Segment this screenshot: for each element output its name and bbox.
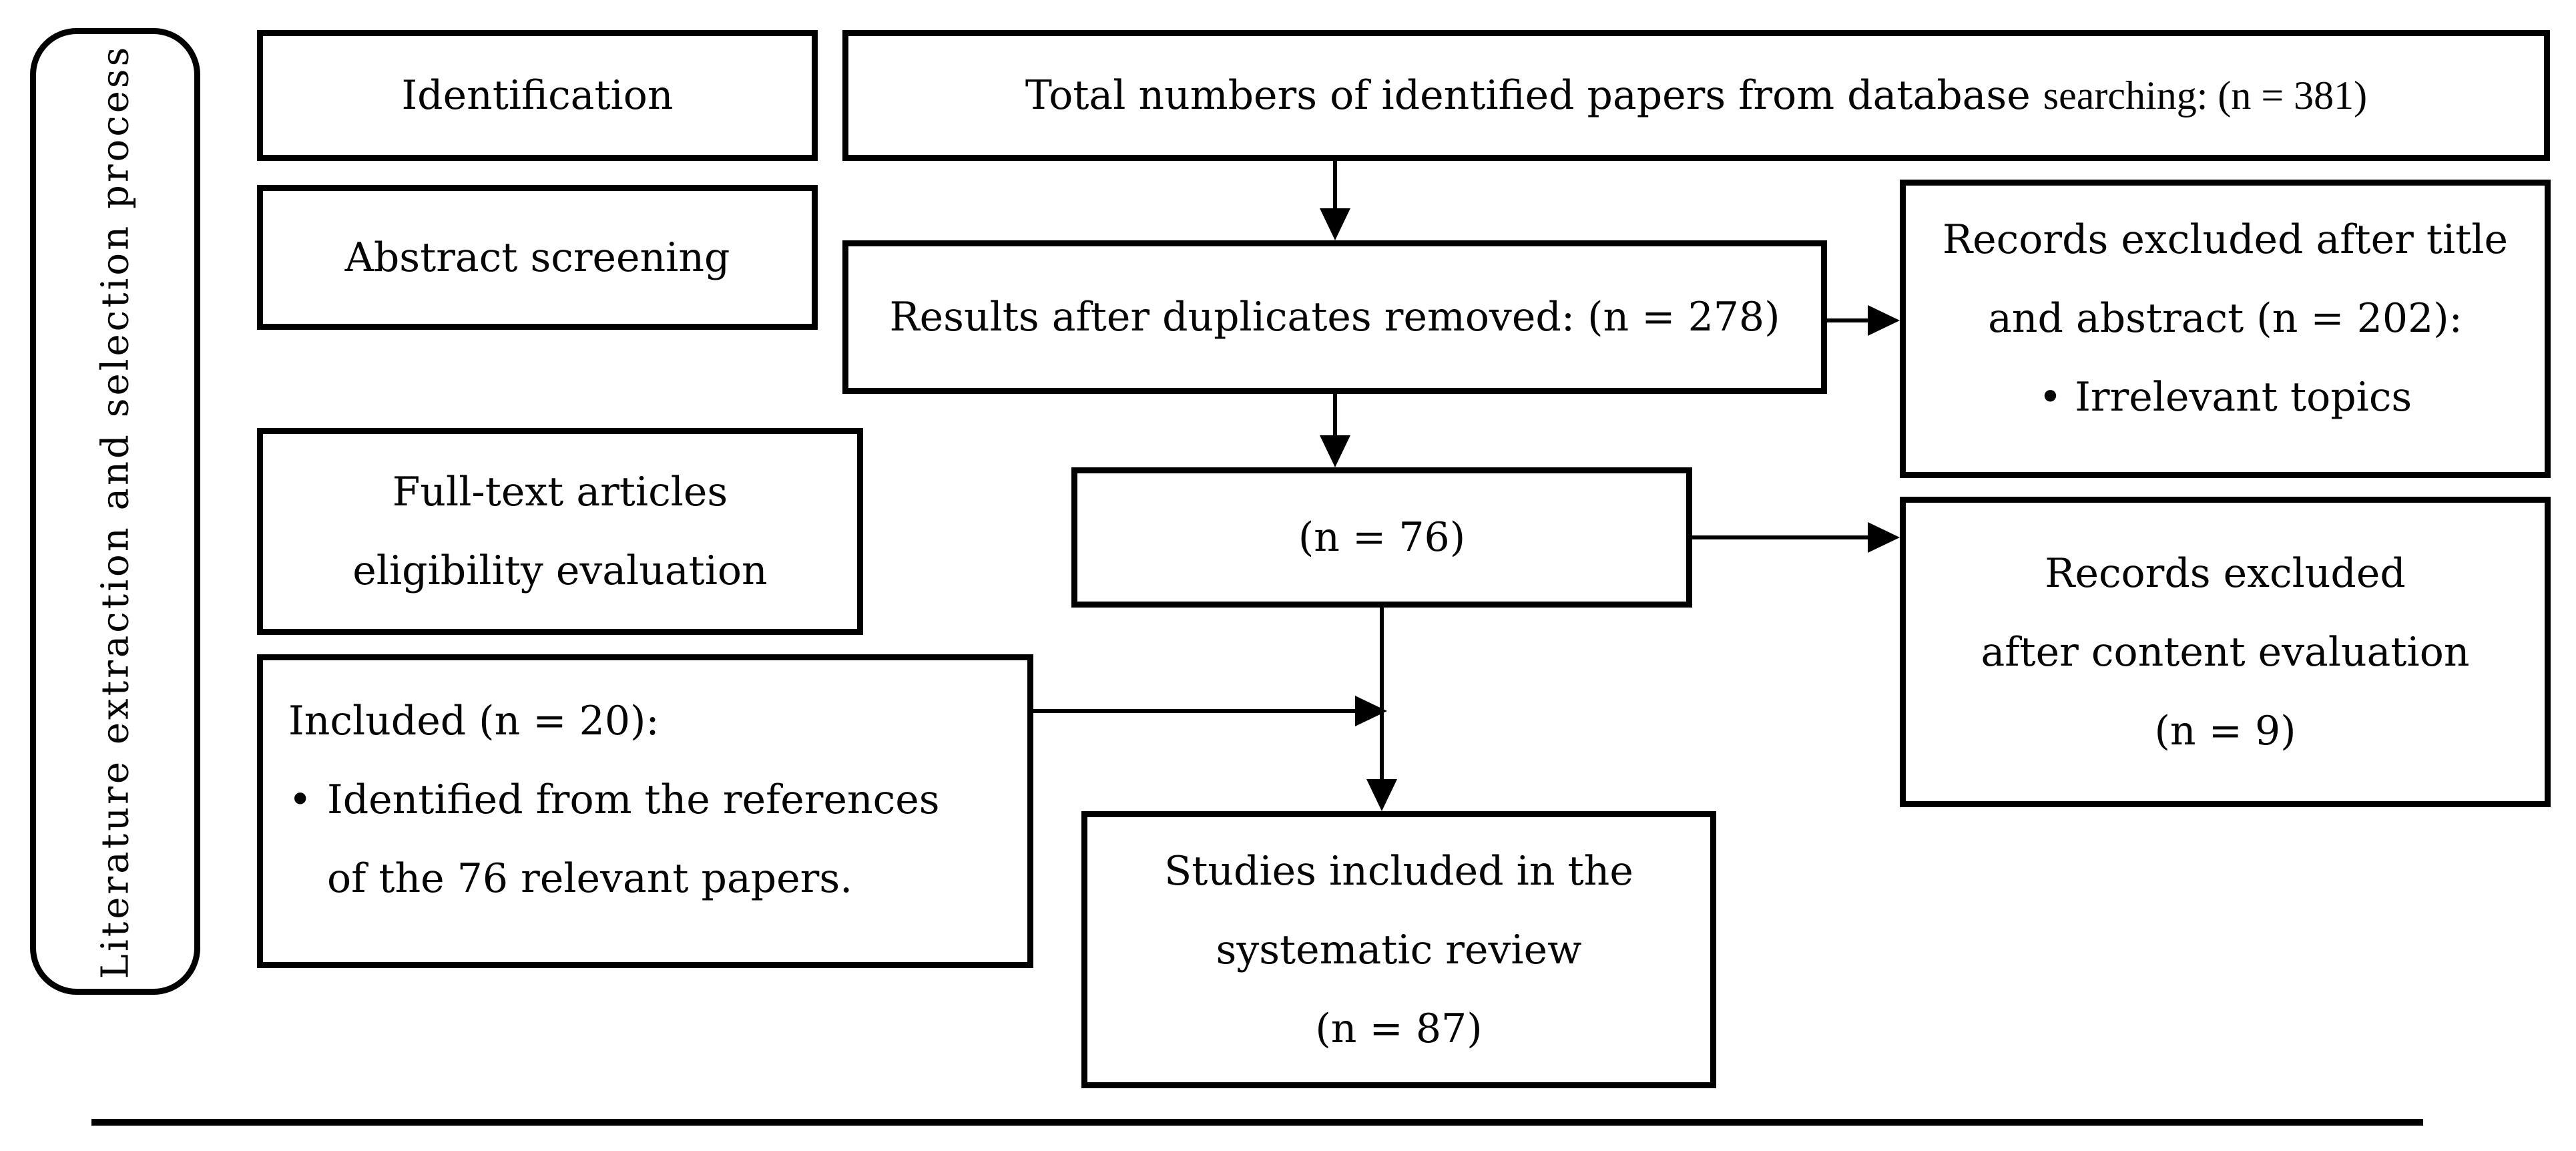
excluded-title-line2: and abstract (n = 202): xyxy=(1988,295,2463,342)
excluded-title-bullet-line: • Irrelevant topics xyxy=(2039,358,2412,437)
excluded-content-line2: after content evaluation xyxy=(1981,628,2470,676)
connector-included-to-merge xyxy=(1033,709,1370,713)
full-text-stage-line1: Full-text articles xyxy=(392,469,728,515)
stage-rail-label: Literature extraction and selection proc… xyxy=(93,44,137,979)
studies-included-line1: Studies included in the xyxy=(1164,847,1633,895)
connector-total-to-duplicates xyxy=(1333,161,1337,216)
included-bullet-line: • Identified from the references xyxy=(288,760,940,839)
included-title: Included (n = 20): xyxy=(288,698,660,744)
eligible-n76-box: (n = 76) xyxy=(1071,467,1692,608)
eligible-n76-text: (n = 76) xyxy=(1298,514,1466,561)
duplicates-removed-text: Results after duplicates removed: (n = 2… xyxy=(889,294,1780,340)
studies-included-line3: (n = 87) xyxy=(1315,1005,1483,1052)
abstract-screening-stage-box: Abstract screening xyxy=(257,185,818,330)
bullet-icon: • xyxy=(2038,374,2063,421)
excluded-title-line1: Records excluded after title xyxy=(1942,216,2508,263)
total-identified-box: Total numbers of identified papers from … xyxy=(842,30,2550,161)
total-identified-text: Total numbers of identified papers from … xyxy=(1025,72,2368,119)
excluded-title-bullet-text: Irrelevant topics xyxy=(2075,374,2412,421)
full-text-stage-box: Full-text articles eligibility evaluatio… xyxy=(257,428,863,635)
arrowhead-right-icon xyxy=(1868,522,1900,553)
abstract-screening-stage-label: Abstract screening xyxy=(344,234,730,281)
total-identified-count: searching: (n = 381) xyxy=(2043,73,2368,118)
excluded-title-abstract-box: Records excluded after title and abstrac… xyxy=(1900,180,2551,478)
arrowhead-right-icon xyxy=(1355,696,1387,726)
bottom-rule xyxy=(91,1119,2423,1126)
arrowhead-down-icon xyxy=(1366,779,1397,811)
arrowhead-right-icon xyxy=(1868,305,1900,336)
arrowhead-down-icon xyxy=(1320,435,1350,467)
connector-duplicates-to-n76 xyxy=(1333,394,1337,441)
bullet-icon: • xyxy=(288,776,312,823)
connector-n76-to-studies xyxy=(1380,608,1384,783)
connector-n76-to-excluded-content xyxy=(1692,535,1870,539)
included-bullet-continuation: of the 76 relevant papers. xyxy=(327,855,853,902)
connector-duplicates-to-excluded-title xyxy=(1827,318,1872,322)
duplicates-removed-box: Results after duplicates removed: (n = 2… xyxy=(842,240,1827,394)
excluded-content-line3: (n = 9) xyxy=(2154,707,2296,754)
excluded-content-box: Records excluded after content evaluatio… xyxy=(1900,497,2551,807)
identification-stage-label: Identification xyxy=(401,72,674,119)
studies-included-line2: systematic review xyxy=(1216,926,1582,973)
excluded-content-line1: Records excluded xyxy=(2045,549,2406,597)
included-bullet-text: Identified from the references xyxy=(327,776,940,823)
full-text-stage-line2: eligibility evaluation xyxy=(352,547,768,594)
identification-stage-box: Identification xyxy=(257,30,818,161)
stage-rail: Literature extraction and selection proc… xyxy=(30,28,200,995)
studies-included-box: Studies included in the systematic revie… xyxy=(1081,811,1716,1088)
included-from-references-box: Included (n = 20): • Identified from the … xyxy=(257,654,1033,968)
arrowhead-down-icon xyxy=(1320,208,1350,240)
